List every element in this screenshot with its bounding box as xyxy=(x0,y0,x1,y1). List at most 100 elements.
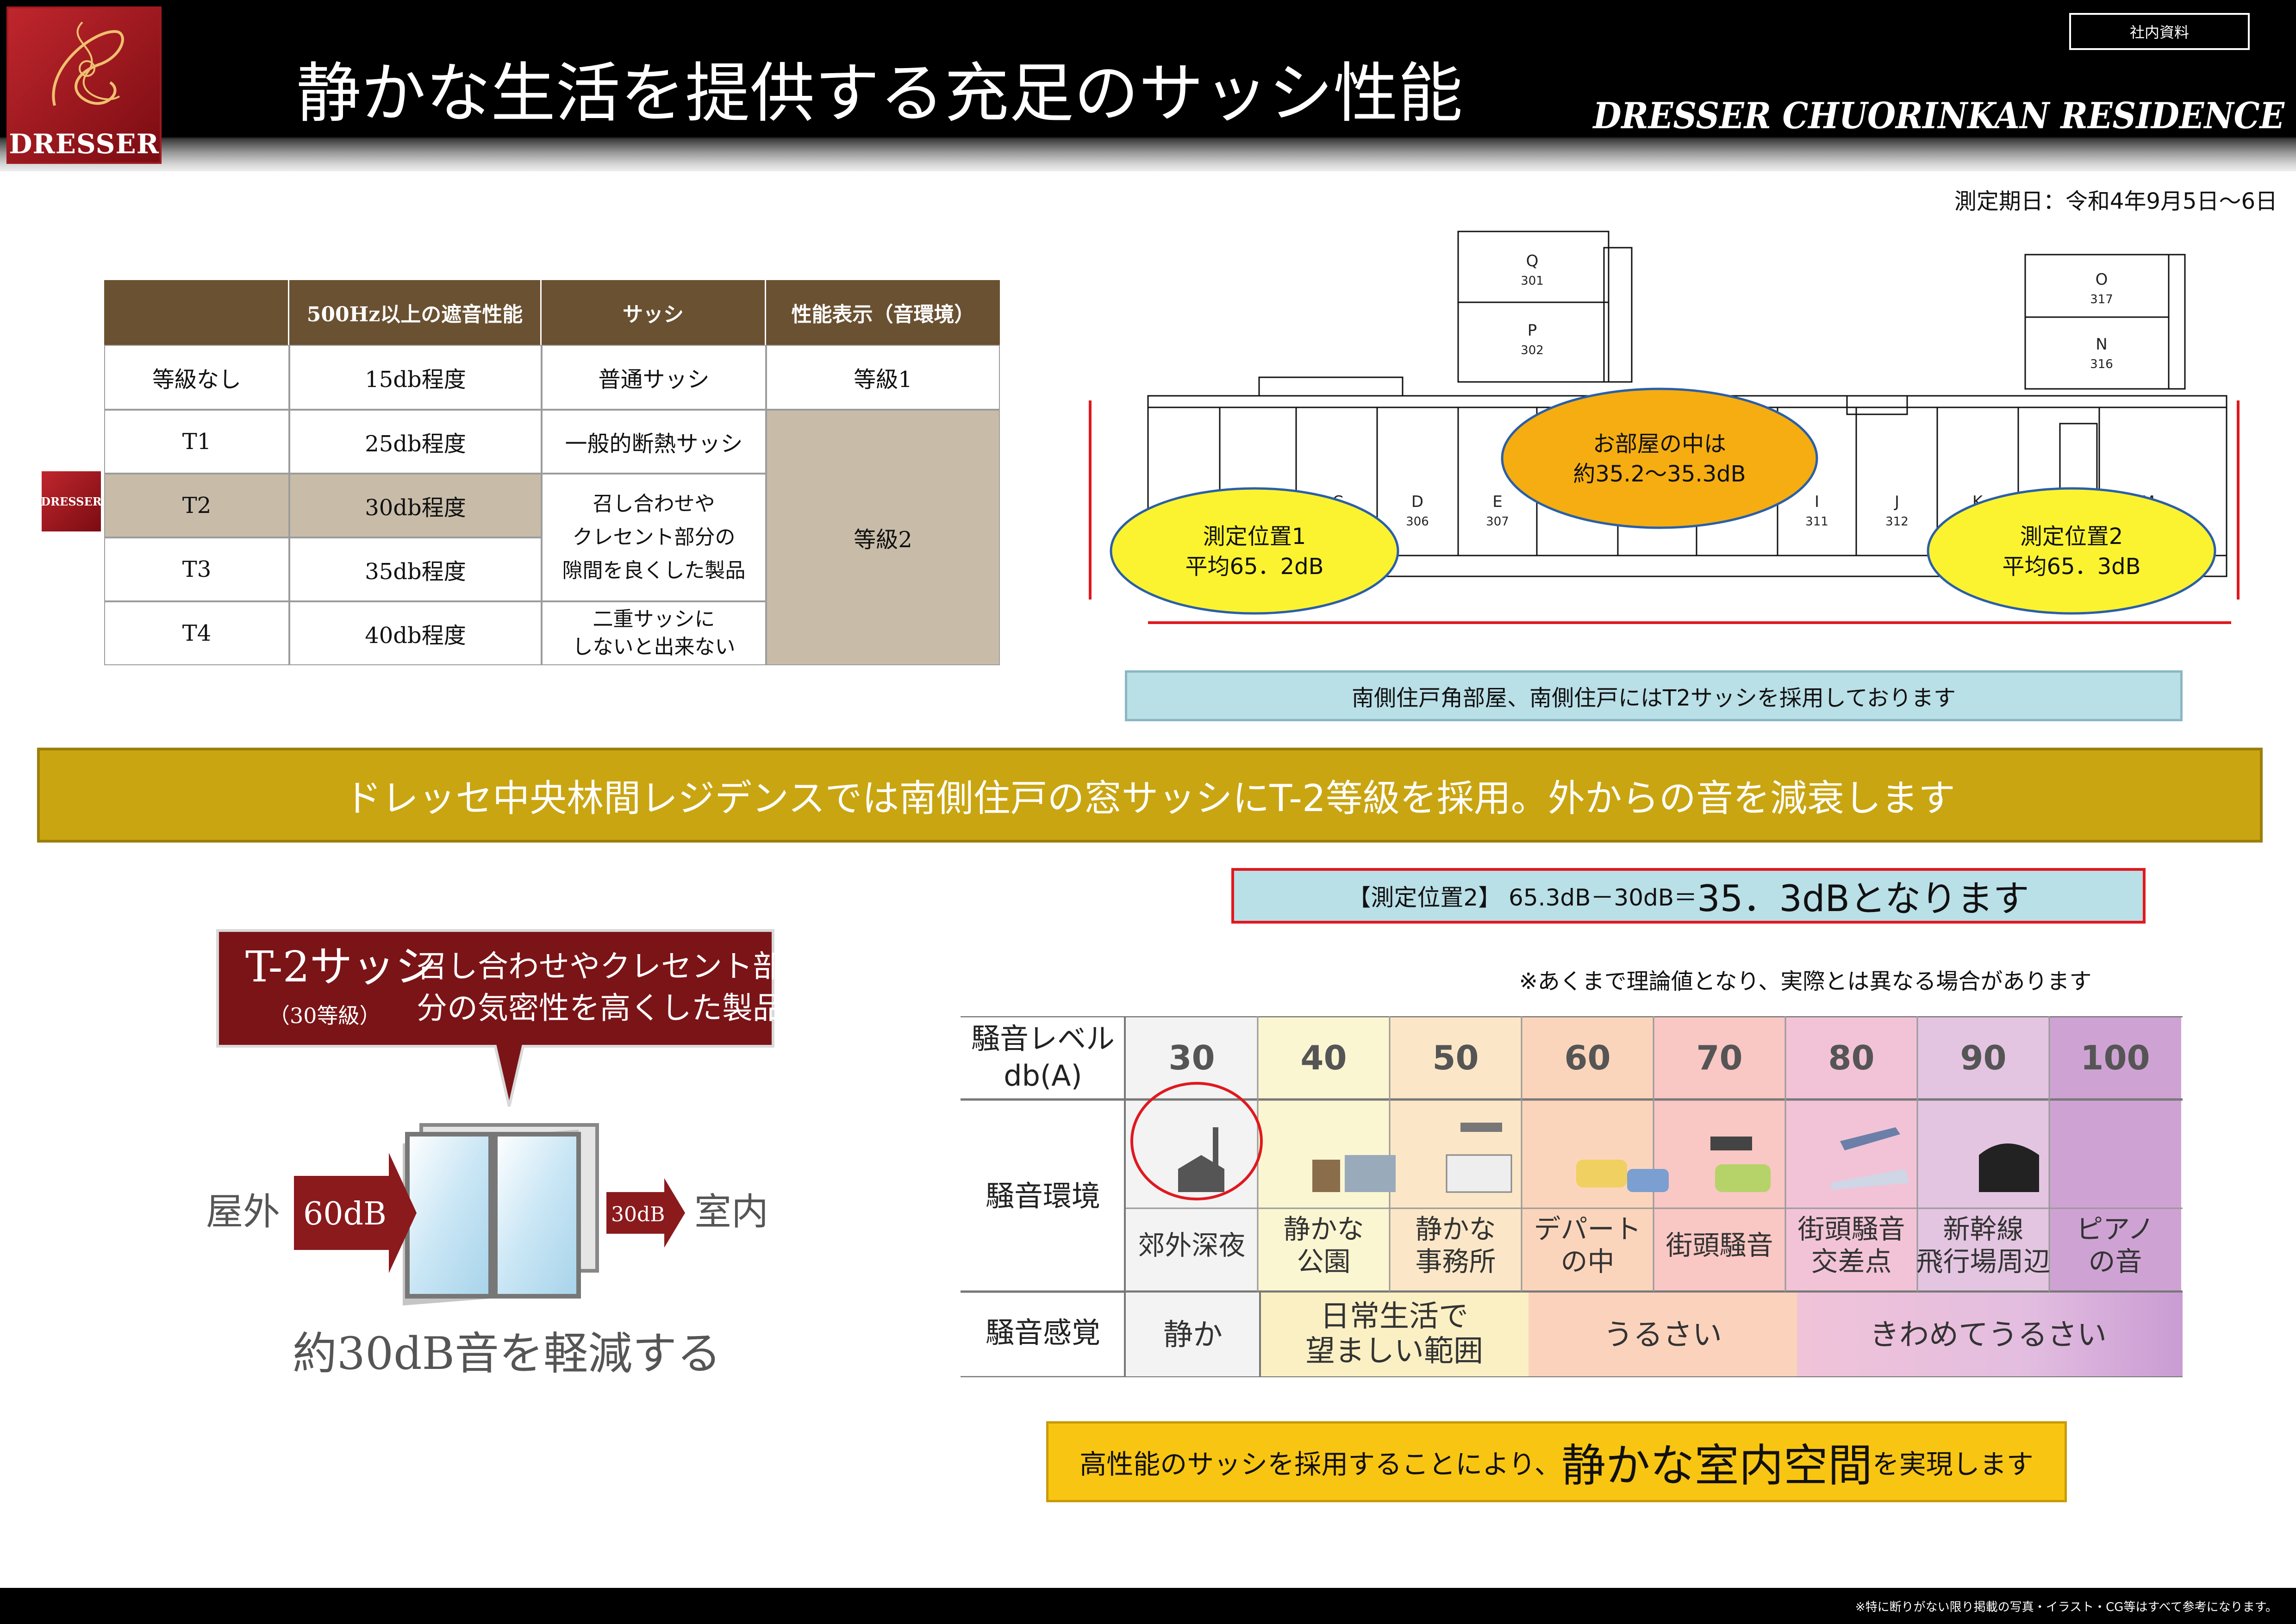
environment-label: 交差点 xyxy=(1811,1246,1891,1277)
level-column-bg xyxy=(1522,1017,1653,1292)
environment-label: の音 xyxy=(2088,1246,2142,1277)
calc-formula: 【測定位置2】 65.3dB－30dB＝ xyxy=(1348,884,1697,911)
table-cell-sash: 一般的断熱サッシ xyxy=(542,410,766,474)
environment-label: 公園 xyxy=(1297,1246,1350,1277)
room-number: 306 xyxy=(1406,515,1429,529)
disclaimer-note: ※あくまで理論値となり、実際とは異なる場合があります xyxy=(1519,968,2092,994)
environment-label: 静かな xyxy=(1283,1213,1364,1245)
environment-label: ピアノ xyxy=(2076,1213,2154,1245)
feeling-noisy: うるさい xyxy=(1603,1318,1722,1352)
room-letter: I xyxy=(1815,493,1819,511)
table-cell-sash-t4: 二重サッシに しないと出来ない xyxy=(542,601,766,665)
table-cell-db: 25db程度 xyxy=(289,410,542,474)
noise-level-unit: db(A) xyxy=(1004,1059,1082,1093)
indoor-level-line2: 約35.2～35.3dB xyxy=(1573,461,1746,487)
environment-label: デパート xyxy=(1534,1213,1641,1245)
noise-feeling-label: 騒音感覚 xyxy=(986,1316,1100,1349)
noise-level-value: 30 xyxy=(1168,1038,1215,1077)
room-number: 311 xyxy=(1805,515,1828,529)
environment-label: 郊外深夜 xyxy=(1138,1230,1245,1261)
calc-result: 35．3dBとなります xyxy=(1697,878,2029,920)
room-number: 301 xyxy=(1521,274,1544,288)
inside-label: 室内 xyxy=(694,1190,768,1233)
table-cell-sash: 普通サッシ xyxy=(542,345,766,410)
monogram-emblem-icon xyxy=(52,21,124,106)
outside-db: 60dB xyxy=(303,1196,387,1232)
table-cell-db: 35db程度 xyxy=(289,537,542,601)
table-header-performance: 性能表示（音環境） xyxy=(766,280,1000,345)
room-number: 307 xyxy=(1486,515,1509,529)
feature-banner: ドレッセ中央林間レジデンスでは南側住戸の窓サッシにT-2等級を採用。外からの音を… xyxy=(37,748,2263,843)
indoor-level-line1: お部屋の中は xyxy=(1593,431,1726,457)
environment-label: 新幹線 xyxy=(1943,1213,2023,1245)
outside-sound-arrow xyxy=(294,1153,417,1273)
room-letter: O xyxy=(2096,270,2108,289)
feeling-quiet: 静か xyxy=(1163,1318,1223,1352)
measurement-point-1-value: 平均65．2dB xyxy=(1185,554,1323,580)
feeling-comfort-line1: 日常生活で xyxy=(1320,1299,1468,1334)
logo-wordmark: DRESSER xyxy=(9,128,159,160)
measurement-point-1-label: 測定位置1 xyxy=(1203,524,1306,550)
environment-label: の中 xyxy=(1560,1246,1614,1277)
table-header-blank xyxy=(104,280,289,345)
measurement-point-2-bubble xyxy=(1927,487,2216,615)
room-letter: D xyxy=(1411,493,1423,511)
inside-db: 30dB xyxy=(611,1203,665,1226)
measurement-point-1-bubble xyxy=(1110,487,1399,615)
table-cell-db-highlight: 30db程度 xyxy=(289,474,542,537)
sash-desc-line2: 分の気密性を高くした製品 xyxy=(417,990,783,1026)
header-bar xyxy=(0,0,2296,171)
outside-label: 屋外 xyxy=(206,1190,280,1233)
floor-plan: Q 301 P 302 O 317 N 316 A B C D 306 E 30… xyxy=(1089,231,2240,624)
conclusion-pre: 高性能のサッシを採用することにより、 xyxy=(1079,1448,1561,1480)
sash-title: T-2サッシ xyxy=(245,942,437,992)
highlight-circle xyxy=(1130,1082,1263,1200)
noise-level-value: 70 xyxy=(1696,1038,1742,1077)
dresser-logo: DRESSER xyxy=(6,6,162,164)
sash-callout-box xyxy=(216,929,774,1107)
noise-level-value: 50 xyxy=(1432,1038,1479,1077)
table-cell-grade: 等級なし xyxy=(104,345,289,410)
table-header-insulation: 500Hz以上の遮音性能 xyxy=(289,280,542,345)
sash-reduction-caption: 約30dB音を軽減する xyxy=(292,1327,722,1380)
table-cell-db: 15db程度 xyxy=(289,345,542,410)
brand-name: DRESSER CHUORINKAN RESIDENCE xyxy=(1593,94,2284,137)
room-letter: N xyxy=(2096,335,2107,354)
room-letter: J xyxy=(1894,493,1899,511)
measurement-date: 測定期日：令和4年9月5日～6日 xyxy=(1954,188,2277,214)
conclusion-post: を実現します xyxy=(1872,1448,2034,1480)
room-letter: E xyxy=(1492,493,1502,511)
indoor-level-bubble xyxy=(1501,387,1818,529)
noise-level-value: 80 xyxy=(1828,1038,1874,1077)
feeling-very-noisy: きわめてうるさい xyxy=(1870,1318,2107,1352)
table-cell-grade: T4 xyxy=(104,601,289,665)
room-number: 312 xyxy=(1885,515,1909,529)
footer-disclaimer: ※特に断りがない限り掲載の写真・イラスト・CG等はすべて参考になります。 xyxy=(0,1588,2296,1624)
page-title: 静かな生活を提供する充足のサッシ性能 xyxy=(296,56,1463,131)
environment-label: 飛行場周辺 xyxy=(1916,1246,2050,1277)
table-cell-grade: T1 xyxy=(104,410,289,474)
noise-level-value: 100 xyxy=(2080,1038,2150,1077)
environment-label: 事務所 xyxy=(1415,1246,1496,1277)
environment-illustrations xyxy=(1178,1123,2039,1193)
environment-label: 静かな xyxy=(1415,1213,1496,1245)
table-cell-sash-merged: 召し合わせや クレセント部分の 隙間を良くした製品 xyxy=(542,474,766,601)
level-column-bg xyxy=(1258,1017,1390,1292)
noise-level-label: 騒音レベル xyxy=(971,1022,1115,1056)
table-cell-grade-highlight: T2 xyxy=(104,474,289,537)
internal-doc-badge: 社内資料 xyxy=(2069,13,2250,50)
table-cell-db: 40db程度 xyxy=(289,601,542,665)
room-letter: Q xyxy=(1526,252,1539,270)
sound-insulation-table: 500Hz以上の遮音性能 サッシ 性能表示（音環境） 等級なし 15db程度 普… xyxy=(104,280,1000,665)
room-letter: P xyxy=(1528,321,1537,340)
table-cell-performance-1: 等級1 xyxy=(766,345,1000,410)
noise-level-value: 40 xyxy=(1300,1038,1347,1077)
noise-level-value: 90 xyxy=(1960,1038,2006,1077)
sash-subtitle: （30等級） xyxy=(268,1003,381,1028)
noise-environment-label: 騒音環境 xyxy=(986,1179,1100,1213)
environment-label: 街頭騒音 xyxy=(1666,1230,1773,1261)
environment-label: 街頭騒音 xyxy=(1797,1213,1905,1245)
wing-left xyxy=(1457,231,1610,383)
room-number: 302 xyxy=(1521,344,1544,357)
